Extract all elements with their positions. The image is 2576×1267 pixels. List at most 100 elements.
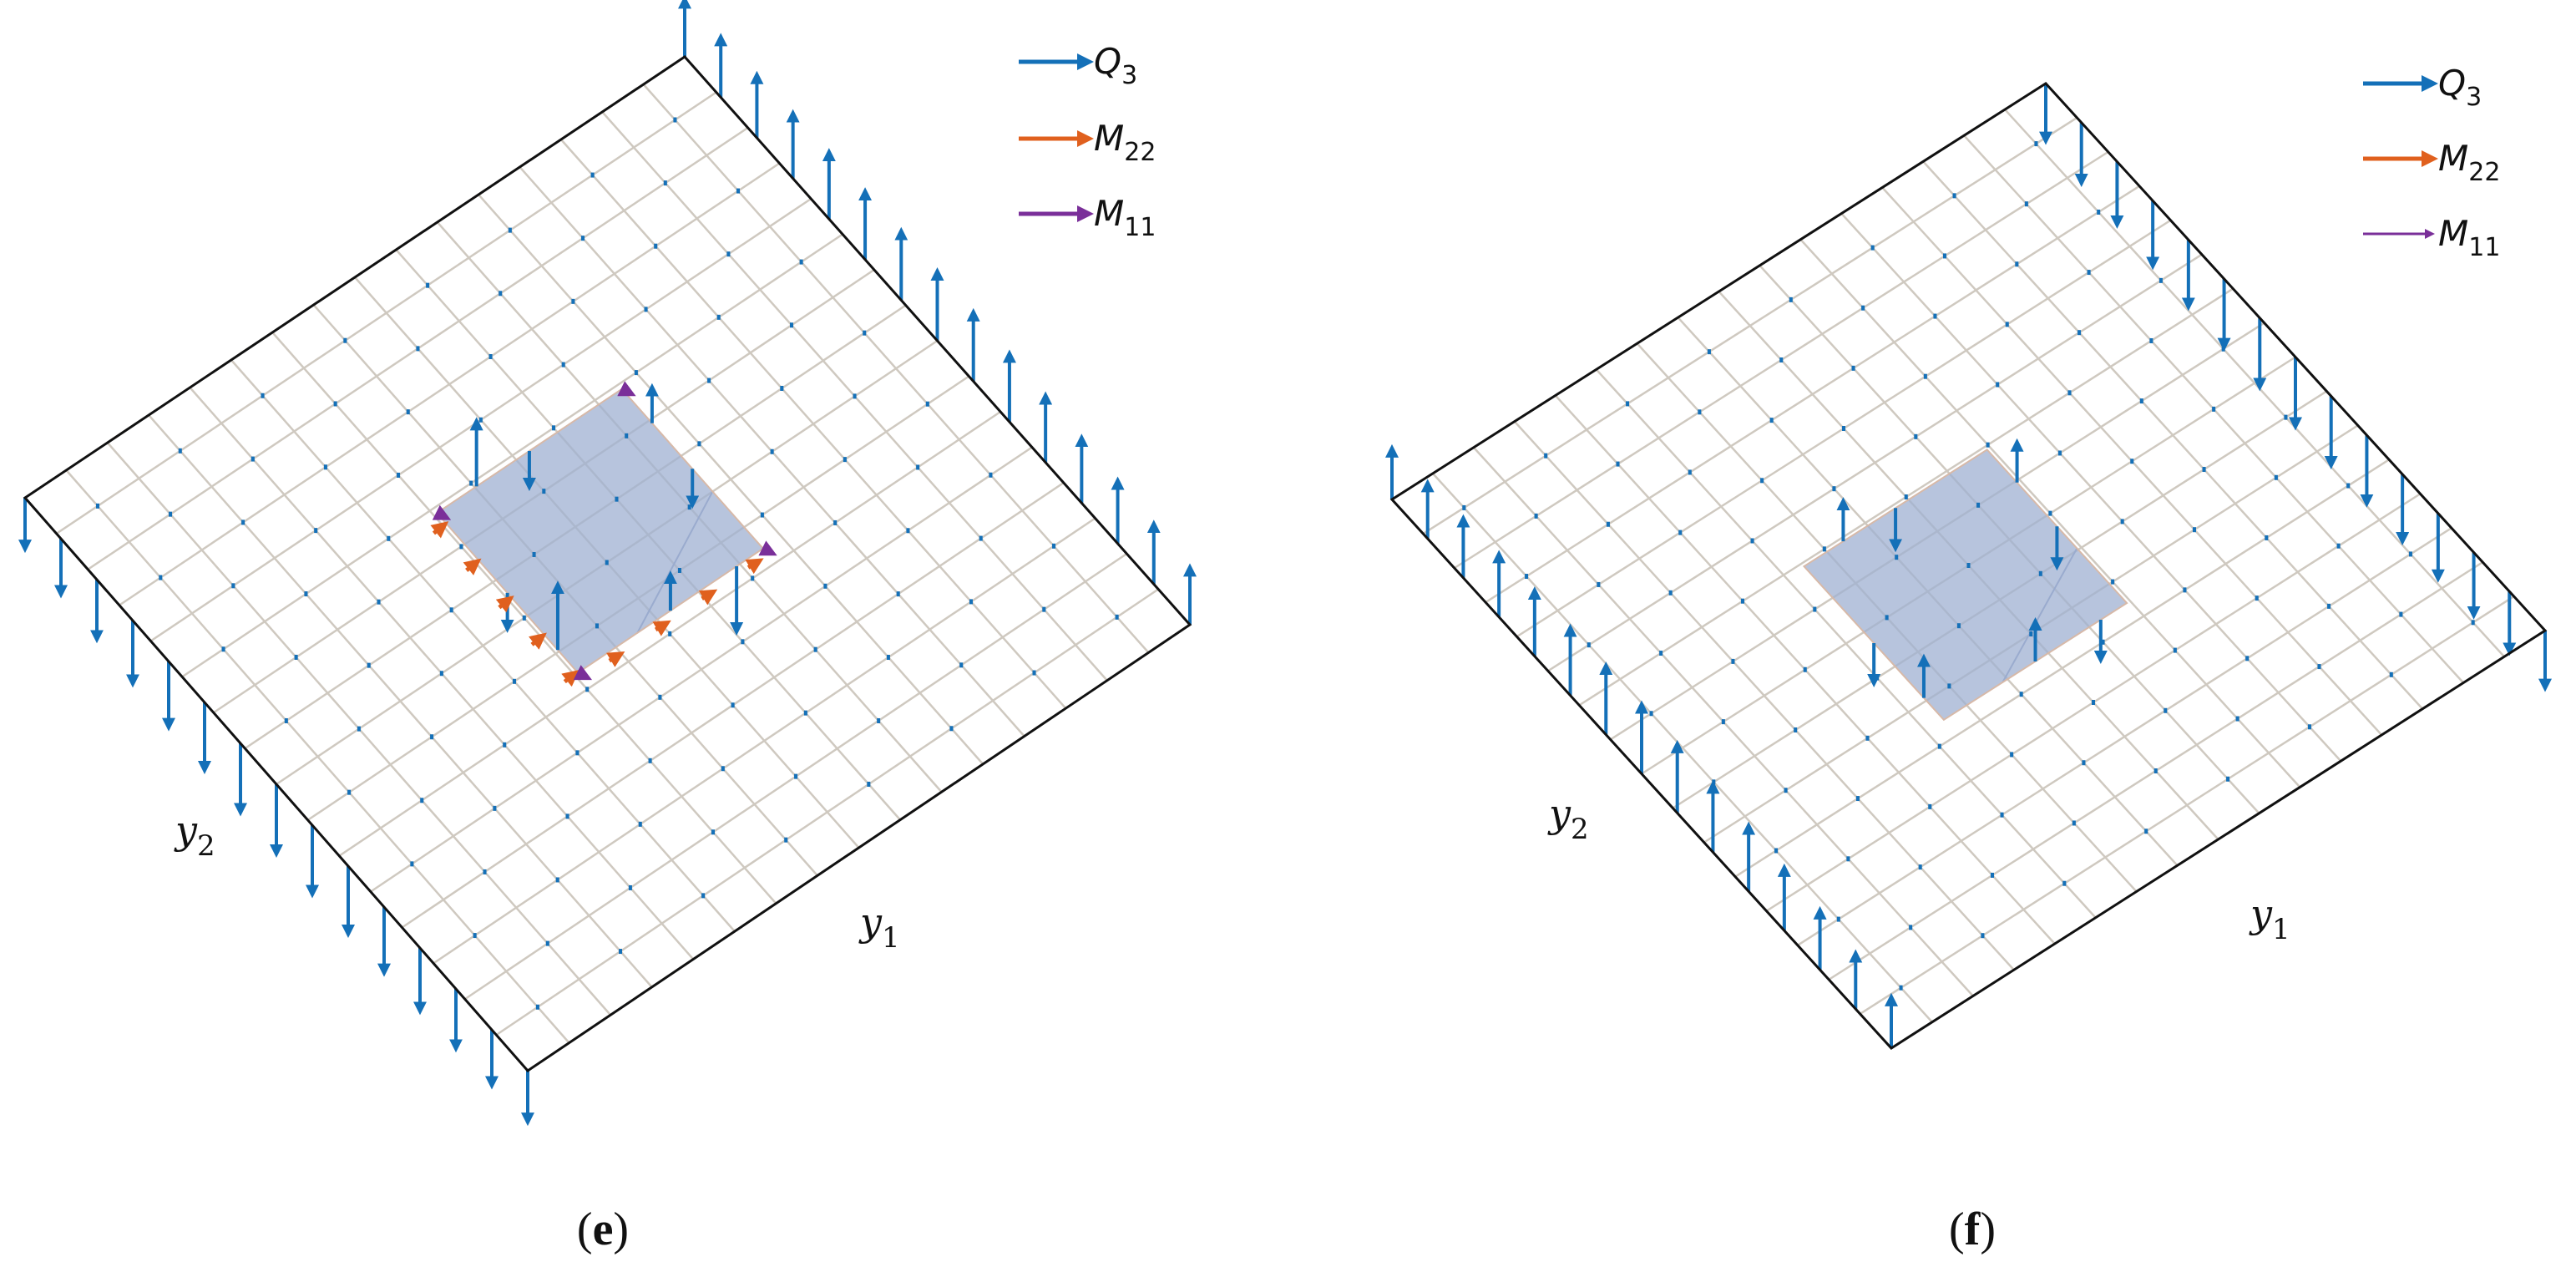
loaded-patch [1802, 449, 2128, 722]
q3-dot [711, 829, 715, 835]
q3-dot [2057, 450, 2062, 456]
q3-dot [886, 655, 890, 661]
q3-dot [1688, 469, 1692, 475]
q3-dot [459, 544, 463, 550]
q3-dot [628, 884, 632, 890]
q3-dot [2000, 812, 2004, 818]
q3-dot [2101, 639, 2105, 645]
axis-label-y2: y2 [174, 808, 215, 863]
q3-dot [687, 504, 691, 510]
q3-dot [1794, 727, 1798, 732]
grid-line [559, 139, 1067, 709]
q3-dot [2202, 467, 2206, 473]
q3-dot [585, 687, 590, 692]
m11-arrow [573, 665, 593, 681]
q3-dot [2399, 611, 2403, 617]
q3-dot [565, 813, 569, 819]
q3-dot [2024, 201, 2028, 207]
q3-dot [853, 393, 857, 399]
axis-label-y1: y1 [858, 900, 900, 955]
q3-dot [799, 259, 803, 265]
q3-dot [1933, 313, 1937, 319]
q3-dot [1707, 349, 1711, 355]
q3-dot [1928, 803, 1932, 809]
q3-dot [478, 417, 483, 423]
q3-dot [231, 583, 235, 589]
q3-dot [416, 346, 420, 352]
m22-arrow [561, 669, 580, 687]
q3-dot [2265, 535, 2269, 540]
q3-dot [2255, 595, 2259, 601]
q3-dot [410, 861, 414, 867]
q3-dot [430, 734, 434, 740]
q3-dot [1822, 546, 1826, 552]
legend-item-m11: M11 [1019, 193, 1156, 242]
q3-dot [1870, 245, 1875, 251]
q3-dot [1904, 494, 1908, 499]
q3-dot [716, 314, 721, 320]
q3-dot [906, 528, 910, 534]
m22-arrow [528, 632, 547, 650]
q3-dot [469, 480, 473, 486]
q3-dot [2235, 716, 2239, 722]
loaded-patch [435, 388, 765, 674]
q3-dot [1712, 779, 1716, 785]
axis-label-y1: y1 [2249, 891, 2290, 946]
q3-dot [590, 172, 595, 178]
q3-dot [1813, 606, 1817, 612]
grid-line [1734, 459, 2390, 878]
q3-dot [1865, 735, 1870, 741]
legend-item-m11: M11 [2363, 213, 2500, 262]
q3-dot [2346, 483, 2351, 489]
q3-dot [677, 567, 681, 573]
q3-dot [1462, 504, 1466, 510]
q3-dot [1991, 872, 1994, 878]
q3-dot [2139, 398, 2143, 404]
q3-dot [2029, 631, 2033, 636]
q3-dot [989, 472, 993, 478]
q3-dot [1606, 521, 1610, 527]
q3-dot [1832, 486, 1836, 492]
q3-dot [2408, 551, 2412, 557]
q3-dot [2193, 527, 2196, 533]
grid-line [478, 194, 984, 765]
q3-dot [2087, 270, 2091, 276]
q3-dot [522, 615, 526, 621]
q3-dot [2183, 587, 2187, 593]
m22-arrow [652, 620, 671, 636]
q3-dot [1534, 513, 1538, 519]
plate-outline [1389, 82, 2548, 1050]
q3-dot [357, 726, 361, 732]
q3-dot [1698, 409, 1702, 415]
q3-dot [439, 671, 443, 677]
q3-dot [2034, 141, 2038, 147]
q3-dot [2158, 277, 2163, 283]
q3-dot [532, 551, 536, 557]
panel-caption-f: (f) [1949, 1204, 1996, 1255]
q3-dot [367, 662, 371, 668]
q3-dot [178, 448, 182, 454]
q3-dot [387, 535, 391, 541]
q3-dot [2336, 543, 2341, 549]
q3-dot [508, 227, 512, 233]
q3-dot [1741, 598, 1744, 604]
q3-dot [1976, 502, 1981, 508]
q3-dot [925, 401, 929, 407]
q3-dot [615, 496, 619, 502]
legend-item-m22: M22 [2363, 138, 2500, 187]
q3-dot [1923, 373, 1927, 379]
q3-dot [1626, 401, 1630, 407]
q3-dot [1842, 426, 1845, 431]
q3-dot [1544, 453, 1548, 459]
q3-dot [535, 1004, 539, 1010]
q3-dot [2130, 459, 2134, 464]
q3-dot [1668, 590, 1673, 595]
q3-dot [2153, 768, 2158, 773]
m11-arrow [432, 504, 452, 520]
q3-dot [1937, 743, 1941, 749]
grid-line [370, 446, 1033, 893]
q3-dot [979, 535, 983, 541]
q3-dot [823, 583, 827, 589]
q3-dot [575, 750, 579, 756]
panel-e: y2 y1 Q3 M22 M11 [18, 0, 1197, 1255]
